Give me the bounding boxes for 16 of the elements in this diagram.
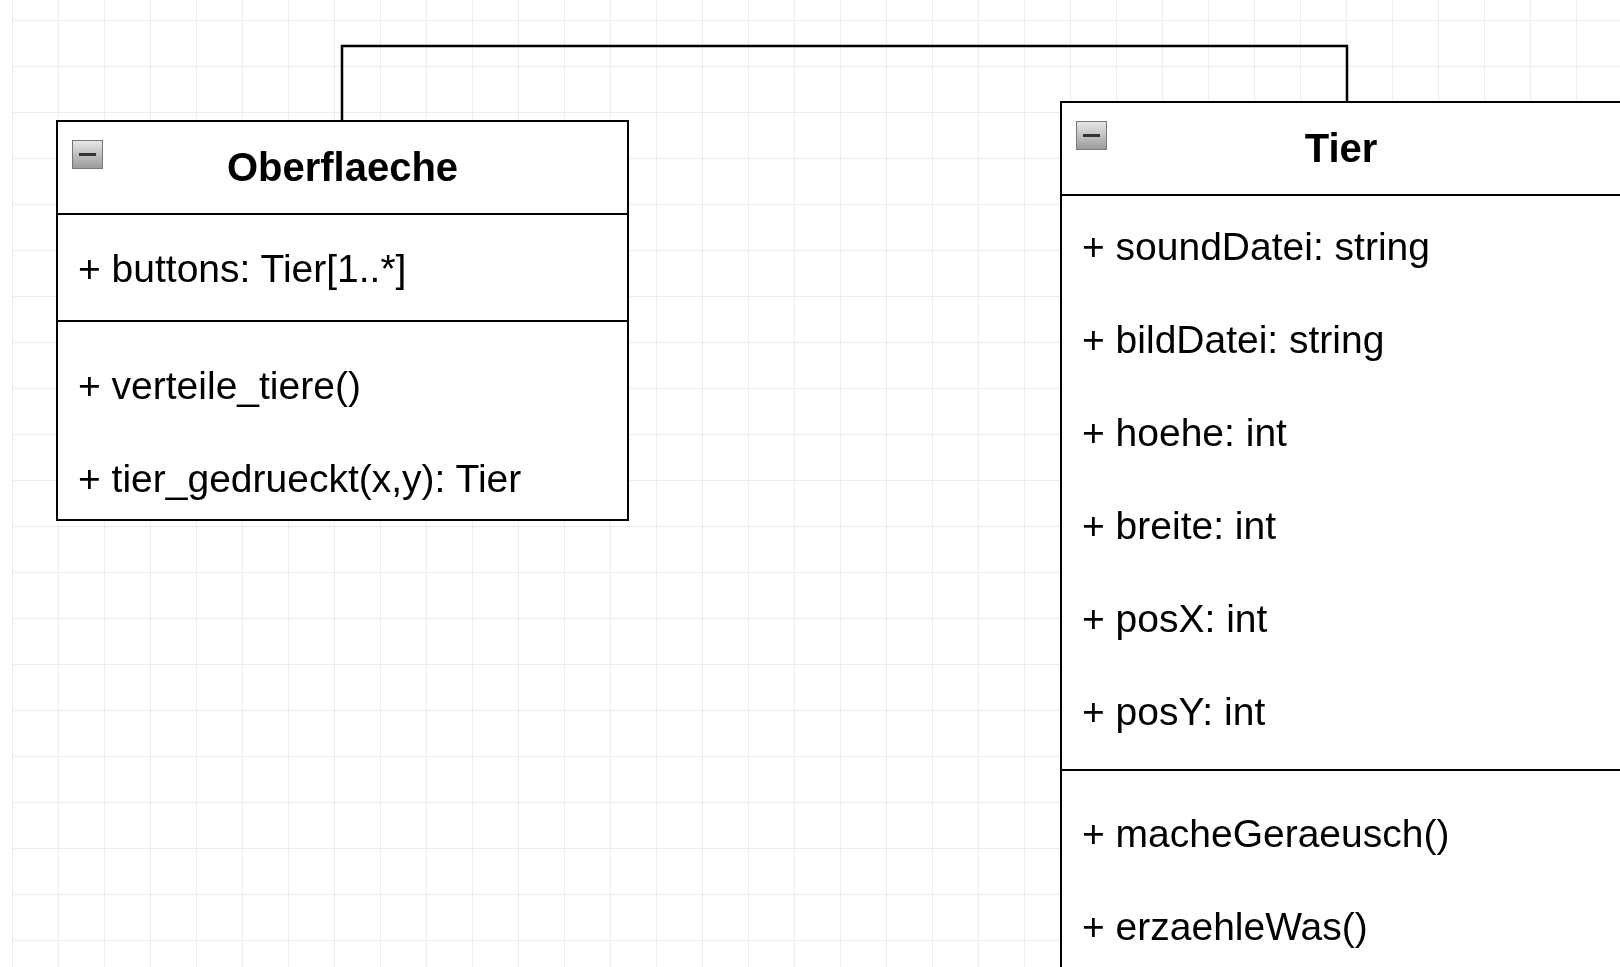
class-attribute: + posY: int <box>1082 689 1266 734</box>
class-attribute: + buttons: Tier[1..*] <box>78 246 407 291</box>
class-attribute: + hoehe: int <box>1082 410 1287 455</box>
class-method: + macheGeraeusch() <box>1082 811 1450 856</box>
class-method: + tier_gedrueckt(x,y): Tier <box>78 456 522 501</box>
class-attribute: + breite: int <box>1082 503 1277 548</box>
class-attribute: + soundDatei: string <box>1082 224 1430 269</box>
association-line <box>340 44 1349 120</box>
class-box <box>56 120 629 521</box>
class-name: Tier <box>1304 126 1378 171</box>
class-method: + verteile_tiere() <box>78 363 361 408</box>
class-name: Oberflaeche <box>226 145 459 190</box>
class-method: + erzaehleWas() <box>1082 904 1368 949</box>
class-box <box>1060 101 1620 967</box>
class-attribute: + bildDatei: string <box>1082 317 1385 362</box>
class-attribute: + posX: int <box>1082 596 1268 641</box>
